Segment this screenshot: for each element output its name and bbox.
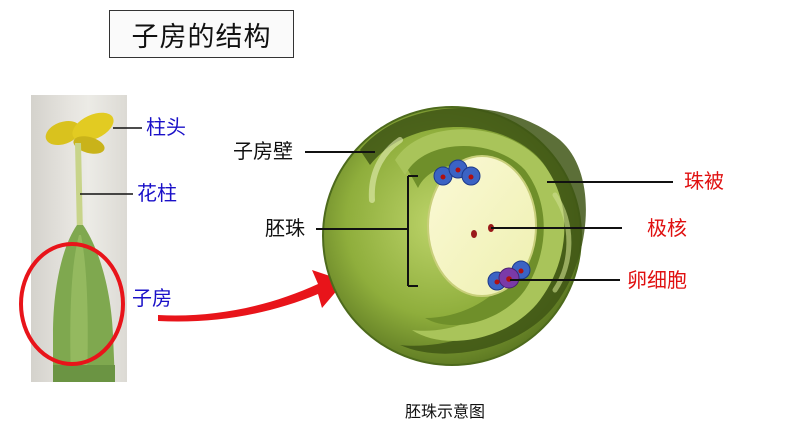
antipodal-cells bbox=[433, 159, 481, 186]
label-ovule: 胚珠 bbox=[265, 216, 305, 240]
egg-apparatus bbox=[487, 260, 531, 291]
label-stigma: 柱头 bbox=[146, 115, 186, 139]
label-egg-cell: 卵细胞 bbox=[627, 268, 687, 292]
label-ovary: 子房 bbox=[132, 286, 172, 310]
label-style: 花柱 bbox=[137, 181, 177, 205]
ovule-bracket bbox=[316, 175, 418, 287]
red-arrow bbox=[158, 270, 345, 322]
label-integument: 珠被 bbox=[684, 169, 724, 193]
page-title: 子房的结构 bbox=[109, 10, 294, 58]
diagram-caption: 胚珠示意图 bbox=[405, 402, 486, 421]
ovary-highlight-circle bbox=[19, 242, 125, 366]
label-polar-nuclei: 极核 bbox=[647, 216, 687, 240]
ovule-diagram bbox=[322, 106, 586, 366]
pistil-illustration bbox=[45, 112, 115, 382]
label-ovary-wall: 子房壁 bbox=[233, 139, 293, 163]
flower-pistil-photo bbox=[31, 95, 127, 382]
